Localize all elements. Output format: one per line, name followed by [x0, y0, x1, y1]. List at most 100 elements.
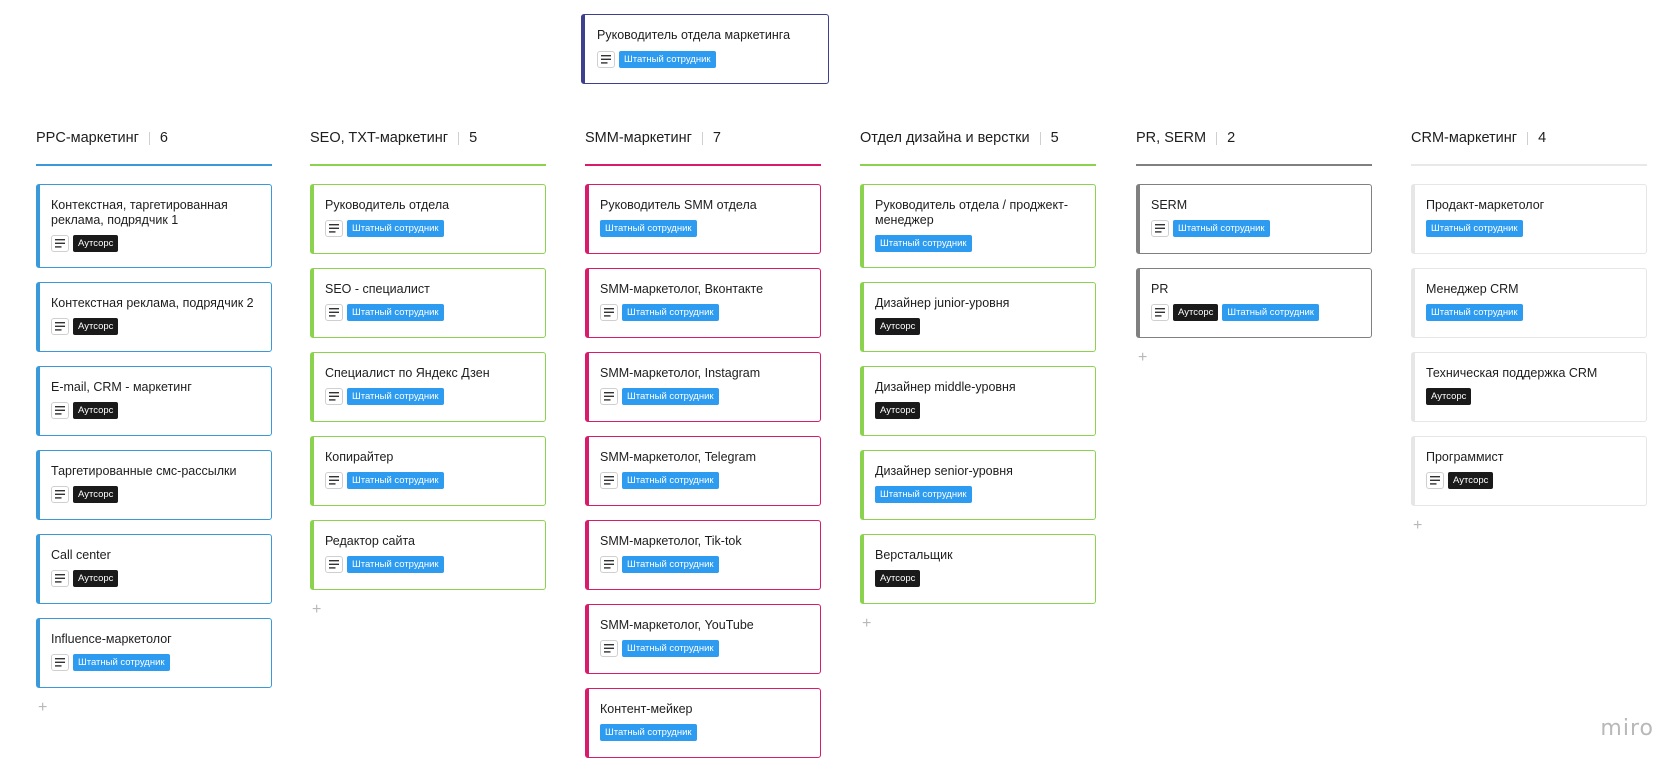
tag-staff[interactable]: Штатный сотрудник: [347, 219, 444, 237]
tag-outsource[interactable]: Аутсорс: [875, 317, 921, 335]
description-icon[interactable]: [51, 653, 69, 671]
description-icon[interactable]: [325, 555, 343, 573]
tag-outsource[interactable]: Аутсорс: [73, 401, 119, 419]
tag-staff[interactable]: Штатный сотрудник: [1426, 219, 1523, 237]
tag-staff[interactable]: Штатный сотрудник: [619, 50, 716, 68]
tag-staff[interactable]: Штатный сотрудник: [622, 639, 719, 657]
tag-outsource[interactable]: Аутсорс: [73, 234, 119, 252]
tag-outsource[interactable]: Аутсорс: [1426, 387, 1472, 405]
description-icon[interactable]: [1151, 303, 1169, 321]
description-icon[interactable]: [51, 234, 69, 252]
description-icon[interactable]: [600, 639, 618, 657]
add-card-button[interactable]: +: [38, 699, 48, 716]
description-icon[interactable]: [600, 555, 618, 573]
tag-staff[interactable]: Штатный сотрудник: [73, 653, 170, 671]
tag-outsource[interactable]: Аутсорс: [73, 485, 119, 503]
column-title: Отдел дизайна и верстки: [860, 130, 1030, 146]
description-icon[interactable]: [325, 471, 343, 489]
tag-staff[interactable]: Штатный сотрудник: [347, 387, 444, 405]
add-card-button[interactable]: +: [312, 601, 322, 618]
tag-outsource[interactable]: Аутсорс: [73, 569, 119, 587]
card-meta: Штатный сотрудник: [325, 303, 533, 321]
tag-staff[interactable]: Штатный сотрудник: [1173, 219, 1270, 237]
tag-staff[interactable]: Штатный сотрудник: [600, 723, 697, 741]
description-icon[interactable]: [51, 485, 69, 503]
description-icon[interactable]: [325, 303, 343, 321]
description-icon[interactable]: [325, 387, 343, 405]
add-card-button[interactable]: +: [1413, 517, 1423, 534]
tag-outsource[interactable]: Аутсорс: [1448, 471, 1494, 489]
add-card-button[interactable]: +: [862, 615, 872, 632]
tag-staff[interactable]: Штатный сотрудник: [622, 471, 719, 489]
description-icon[interactable]: [325, 219, 343, 237]
tag-outsource[interactable]: Аутсорс: [875, 401, 921, 419]
tag-staff[interactable]: Штатный сотрудник: [875, 234, 972, 252]
description-icon[interactable]: [600, 471, 618, 489]
tag-staff[interactable]: Штатный сотрудник: [875, 485, 972, 503]
description-icon[interactable]: [51, 317, 69, 335]
tag-staff[interactable]: Штатный сотрудник: [1222, 303, 1319, 321]
card[interactable]: Контекстная, таргетированная реклама, по…: [36, 184, 272, 268]
description-icon[interactable]: [1426, 471, 1444, 489]
tag-staff[interactable]: Штатный сотрудник: [622, 555, 719, 573]
add-card-button[interactable]: +: [1138, 349, 1148, 366]
head-card[interactable]: Руководитель отдела маркетинга Штатный с…: [581, 14, 829, 84]
add-card-button[interactable]: +: [585, 770, 821, 771]
tag-outsource[interactable]: Аутсорс: [1173, 303, 1219, 321]
tag-staff[interactable]: Штатный сотрудник: [347, 555, 444, 573]
tag-staff[interactable]: Штатный сотрудник: [347, 303, 444, 321]
description-icon[interactable]: [51, 569, 69, 587]
description-icon[interactable]: [1151, 219, 1169, 237]
card-meta: Штатный сотрудник: [600, 723, 808, 741]
tag-staff[interactable]: Штатный сотрудник: [347, 471, 444, 489]
column-header-divider: [1039, 131, 1041, 145]
description-icon[interactable]: [597, 50, 615, 68]
tag-staff[interactable]: Штатный сотрудник: [622, 387, 719, 405]
tag-staff[interactable]: Штатный сотрудник: [622, 303, 719, 321]
tag-staff[interactable]: Штатный сотрудник: [1426, 303, 1523, 321]
description-icon[interactable]: [51, 401, 69, 419]
description-icon[interactable]: [600, 387, 618, 405]
description-icon[interactable]: [600, 303, 618, 321]
card-title: SEO - специалист: [325, 282, 430, 296]
tag-outsource[interactable]: Аутсорс: [875, 569, 921, 587]
tag-outsource[interactable]: Аутсорс: [73, 317, 119, 335]
tag-staff[interactable]: Штатный сотрудник: [600, 219, 697, 237]
